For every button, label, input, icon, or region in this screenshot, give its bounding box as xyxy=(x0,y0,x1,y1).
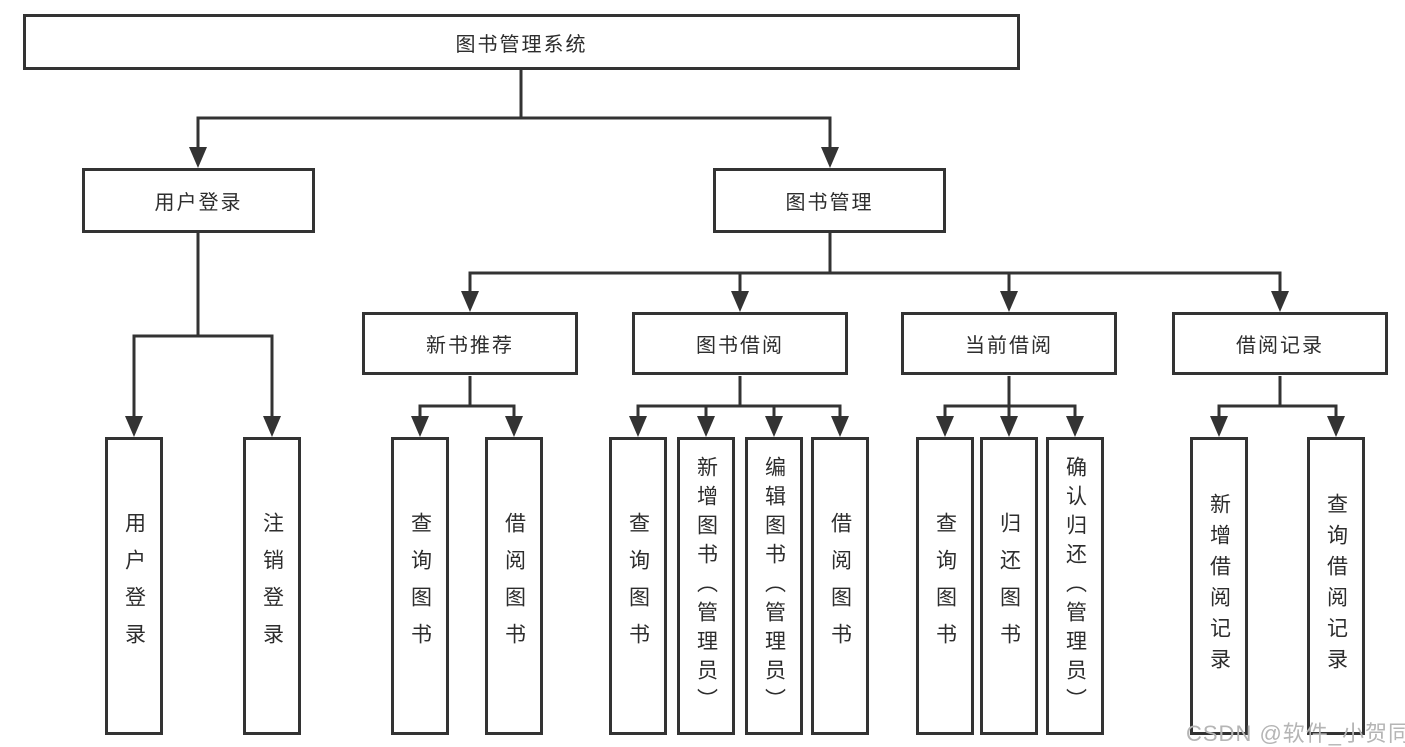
node-new-book-recommendation: 新书推荐 xyxy=(362,312,578,375)
leaf-add-borrow-record: 新增借阅记录 xyxy=(1190,437,1248,735)
leaf-add-book-admin: 新增图书（管理员） xyxy=(677,437,735,735)
node-library-management-system: 图书管理系统 xyxy=(23,14,1020,70)
leaf-edit-book-admin: 编辑图书（管理员） xyxy=(745,437,803,735)
leaf-return-books: 归还图书 xyxy=(980,437,1038,735)
node-book-management: 图书管理 xyxy=(713,168,946,233)
leaf-confirm-return-admin: 确认归还（管理员） xyxy=(1046,437,1104,735)
leaf-logout: 注销登录 xyxy=(243,437,301,735)
leaf-query-books-borrowing: 查询图书 xyxy=(609,437,667,735)
leaf-query-borrow-record: 查询借阅记录 xyxy=(1307,437,1365,735)
node-current-borrowing: 当前借阅 xyxy=(901,312,1117,375)
node-book-borrowing: 图书借阅 xyxy=(632,312,848,375)
arrow-down-icons xyxy=(125,147,1345,437)
leaf-user-login: 用户登录 xyxy=(105,437,163,735)
leaf-borrow-books-recommend: 借阅图书 xyxy=(485,437,543,735)
node-user-login: 用户登录 xyxy=(82,168,315,233)
leaf-query-books-recommend: 查询图书 xyxy=(391,437,449,735)
watermark: CSDN @软件_小贺同学 xyxy=(1186,721,1405,746)
leaf-query-books-current: 查询图书 xyxy=(916,437,974,735)
leaf-borrow-books-borrowing: 借阅图书 xyxy=(811,437,869,735)
node-borrowing-records: 借阅记录 xyxy=(1172,312,1388,375)
